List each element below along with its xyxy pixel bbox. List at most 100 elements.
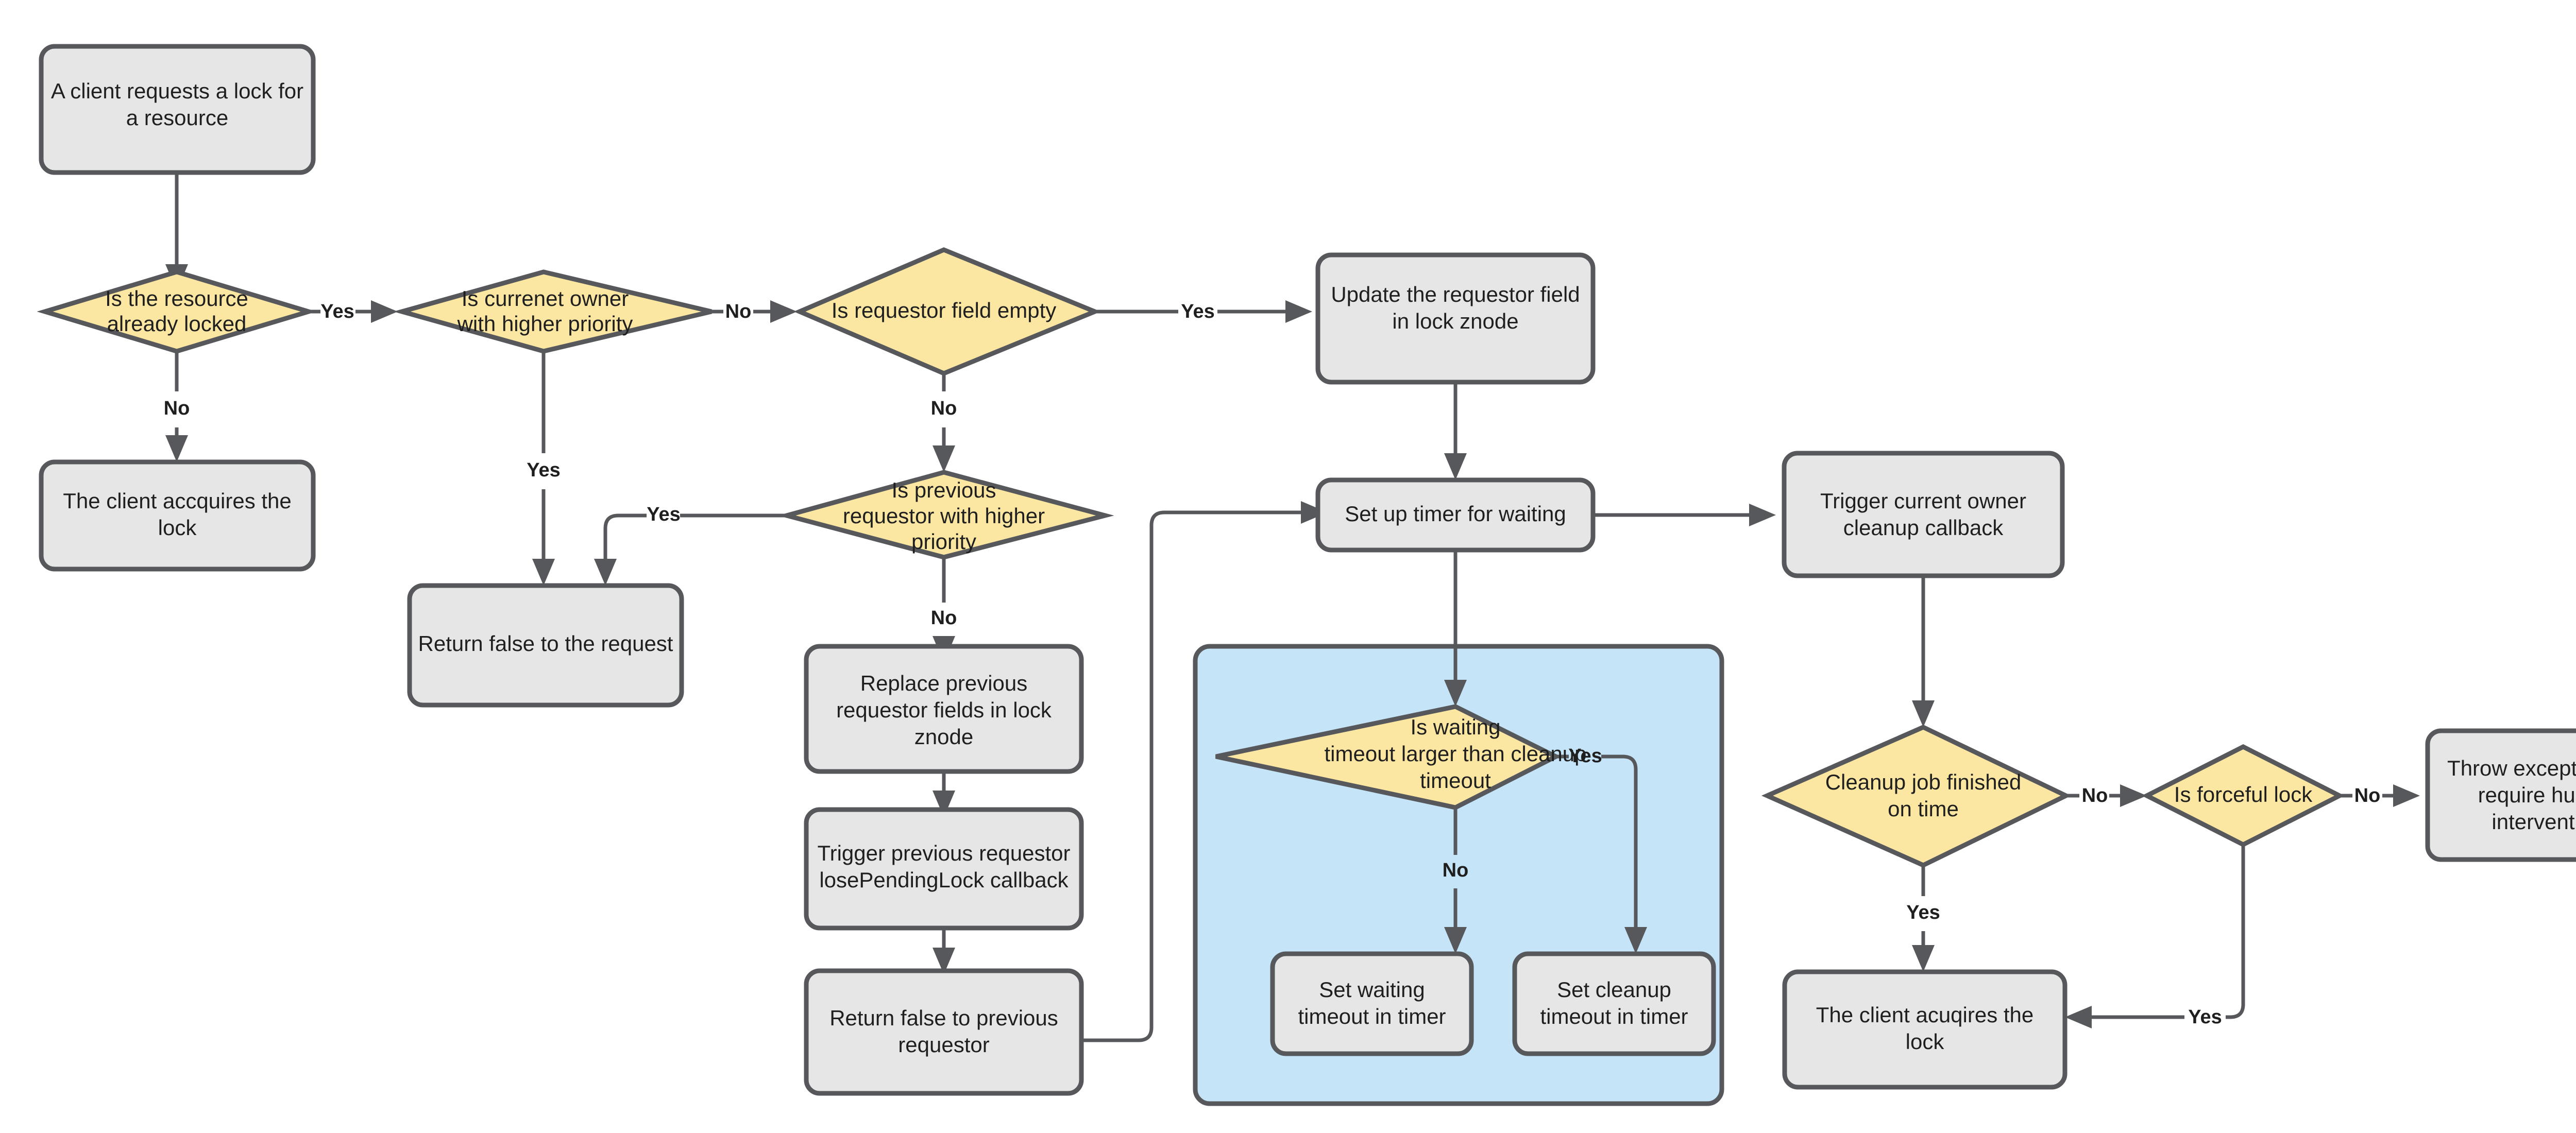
node-label-line: cleanup callback (1843, 516, 2004, 540)
node-label-line: Trigger current owner (1820, 489, 2026, 513)
arrowhead-n13-n9 (1301, 501, 1328, 524)
arrowhead-n17-n20 (1912, 945, 1935, 972)
node-set-waiting-timeout[interactable]: Set waiting timeout in timer (1270, 951, 1474, 1056)
arrowhead-n3-n7 (532, 559, 555, 586)
arrowhead-n17-n18 (2120, 784, 2147, 807)
node-label-line: Cleanup job finished (1825, 770, 2022, 794)
node-label-line: Set cleanup (1557, 977, 1671, 1002)
node-label-line: in lock znode (1392, 309, 1518, 333)
node-label-line: timeout in timer (1540, 1004, 1688, 1028)
node-label-line: requestor with higher (843, 504, 1045, 528)
node-throw-exception[interactable]: Throw exception and require human interv… (2425, 728, 2576, 862)
node-label-line: Is requestor field empty (832, 298, 1057, 322)
node-label-line: Is previous (891, 478, 996, 502)
node-replace-previous-requestor-fields[interactable]: Replace previous requestor fields in loc… (804, 644, 1084, 774)
node-label-line: Is the resource (105, 286, 248, 311)
arrowhead-n18-n19 (2393, 784, 2420, 807)
node-is-previous-requestor-higher-priority[interactable]: Is previous requestor with higher priori… (777, 470, 1114, 560)
edge-n18-n20-a (2226, 845, 2245, 1019)
node-client-accquires-lock[interactable]: The client accquires the lock (39, 459, 316, 572)
node-label-line: require human (2478, 783, 2576, 807)
edge-label-n14-n15: No (1443, 860, 1469, 881)
node-label-line: timeout larger than cleanup (1325, 742, 1587, 766)
node-trigger-current-owner-cleanup[interactable]: Trigger current owner cleanup callback (1782, 451, 2065, 578)
arrowhead-n12-n13 (933, 948, 955, 974)
edge-label-n17-n18: No (2082, 785, 2108, 806)
node-label-line: Is waiting (1410, 715, 1500, 739)
node-label-line: on time (1888, 797, 1959, 821)
edge-label-n14-n16: Yes (1568, 745, 1602, 767)
node-label-line: lock (158, 516, 197, 540)
node-label-line: timeout (1420, 768, 1491, 793)
edge-label-n3-n7: Yes (527, 459, 561, 481)
arrowhead-n10-n17 (1912, 700, 1935, 727)
arrowhead-n9-n14 (1444, 680, 1467, 707)
node-label-line: timeout in timer (1298, 1004, 1446, 1028)
edge-label-n18-n20: Yes (2188, 1006, 2222, 1028)
node-cleanup-job-finished-on-time[interactable]: Cleanup job finished on time (1761, 725, 2072, 868)
edge-labels-layer: Yes No No Yes Yes No Yes No No Yes No Ye… (164, 301, 2381, 1028)
node-label-line: Trigger previous requestor (818, 841, 1071, 865)
node-label-line: znode (914, 725, 973, 749)
arrowhead-n3-n4 (770, 300, 797, 323)
node-label-line: with higher priority (457, 312, 633, 336)
node-label-line: Update the requestor field (1331, 282, 1580, 306)
edge-label-n2-n6: No (164, 398, 190, 419)
edge-n8-n7-b (603, 513, 647, 566)
node-client-requests-lock[interactable]: A client requests a lock for a resource (39, 44, 316, 175)
node-label-line: Replace previous (860, 671, 1028, 695)
arrowhead-n2-n3 (371, 300, 398, 323)
edge-label-n17-n20: Yes (1906, 902, 1940, 923)
node-client-acuqires-lock[interactable]: The client acuqires the lock (1782, 969, 2067, 1090)
arrowhead-n14-n16 (1624, 927, 1647, 954)
node-return-false-to-request[interactable]: Return false to the request (407, 583, 684, 708)
node-is-resource-already-locked[interactable]: Is the resource already locked (37, 269, 317, 354)
node-label-line: Is forceful lock (2174, 782, 2313, 806)
edge-label-n3-n4: No (725, 301, 752, 322)
node-label-line: requestor fields in lock (836, 698, 1052, 722)
node-is-waiting-timeout-larger[interactable]: Is waiting timeout larger than cleanup t… (1215, 704, 1587, 810)
edge-label-n8-n11: No (931, 607, 957, 629)
node-return-false-to-previous-requestor[interactable]: Return false to previous requestor (804, 968, 1084, 1096)
node-is-current-owner-higher-priority[interactable]: Is currenet owner with higher priority (393, 269, 713, 354)
arrowhead-n14-n15 (1444, 927, 1467, 954)
arrowhead-n4-n5 (1285, 300, 1312, 323)
edge-n14-n16-b (1601, 754, 1638, 935)
node-label-line: requestor (898, 1033, 989, 1057)
node-trigger-lose-pending-lock[interactable]: Trigger previous requestor losePendingLo… (804, 807, 1084, 931)
node-label-line: The client accquires the (63, 489, 292, 513)
node-set-cleanup-timeout[interactable]: Set cleanup timeout in timer (1512, 951, 1716, 1056)
node-label-line: The client acuqires the (1816, 1003, 2034, 1027)
edges-layer (165, 173, 2420, 1042)
node-label-line: Throw exception and (2447, 756, 2576, 780)
edge-label-n8-n7: Yes (647, 504, 681, 525)
node-label-line: Is currenet owner (462, 286, 629, 311)
node-label-line: already locked (107, 312, 247, 336)
node-label-line: losePendingLock callback (819, 868, 1069, 892)
arrowhead-n4-n8 (933, 445, 955, 472)
arrowhead-n2-n6 (165, 435, 188, 462)
arrowhead-n18-n20 (2065, 1006, 2092, 1028)
node-label-line: Set waiting (1319, 977, 1425, 1002)
edge-label-n18-n19: No (2354, 785, 2381, 806)
node-update-requestor-field[interactable]: Update the requestor field in lock znode (1315, 252, 1596, 385)
node-label-line: intervention (2492, 810, 2576, 834)
edge-label-n2-n3: Yes (320, 301, 354, 322)
node-label-line: Set up timer for waiting (1345, 502, 1566, 526)
node-label-line: lock (1906, 1029, 1945, 1054)
edge-label-n4-n5: Yes (1181, 301, 1215, 322)
node-label-line: Return false to the request (418, 631, 673, 656)
node-label-line: priority (911, 529, 976, 554)
node-label-line: A client requests a lock for (51, 79, 303, 103)
arrowhead-n8-n7 (594, 559, 617, 586)
node-label-line: Return false to previous (829, 1006, 1058, 1030)
arrowhead-n9-n10 (1749, 504, 1776, 526)
node-set-up-timer-for-waiting[interactable]: Set up timer for waiting (1315, 477, 1596, 553)
edge-n13-n9 (1080, 510, 1309, 1042)
arrowhead-n5-n9 (1444, 453, 1467, 480)
node-is-requestor-field-empty[interactable]: Is requestor field empty (793, 247, 1101, 376)
node-label-line: a resource (126, 106, 228, 130)
node-is-forceful-lock[interactable]: Is forceful lock (2142, 744, 2345, 848)
